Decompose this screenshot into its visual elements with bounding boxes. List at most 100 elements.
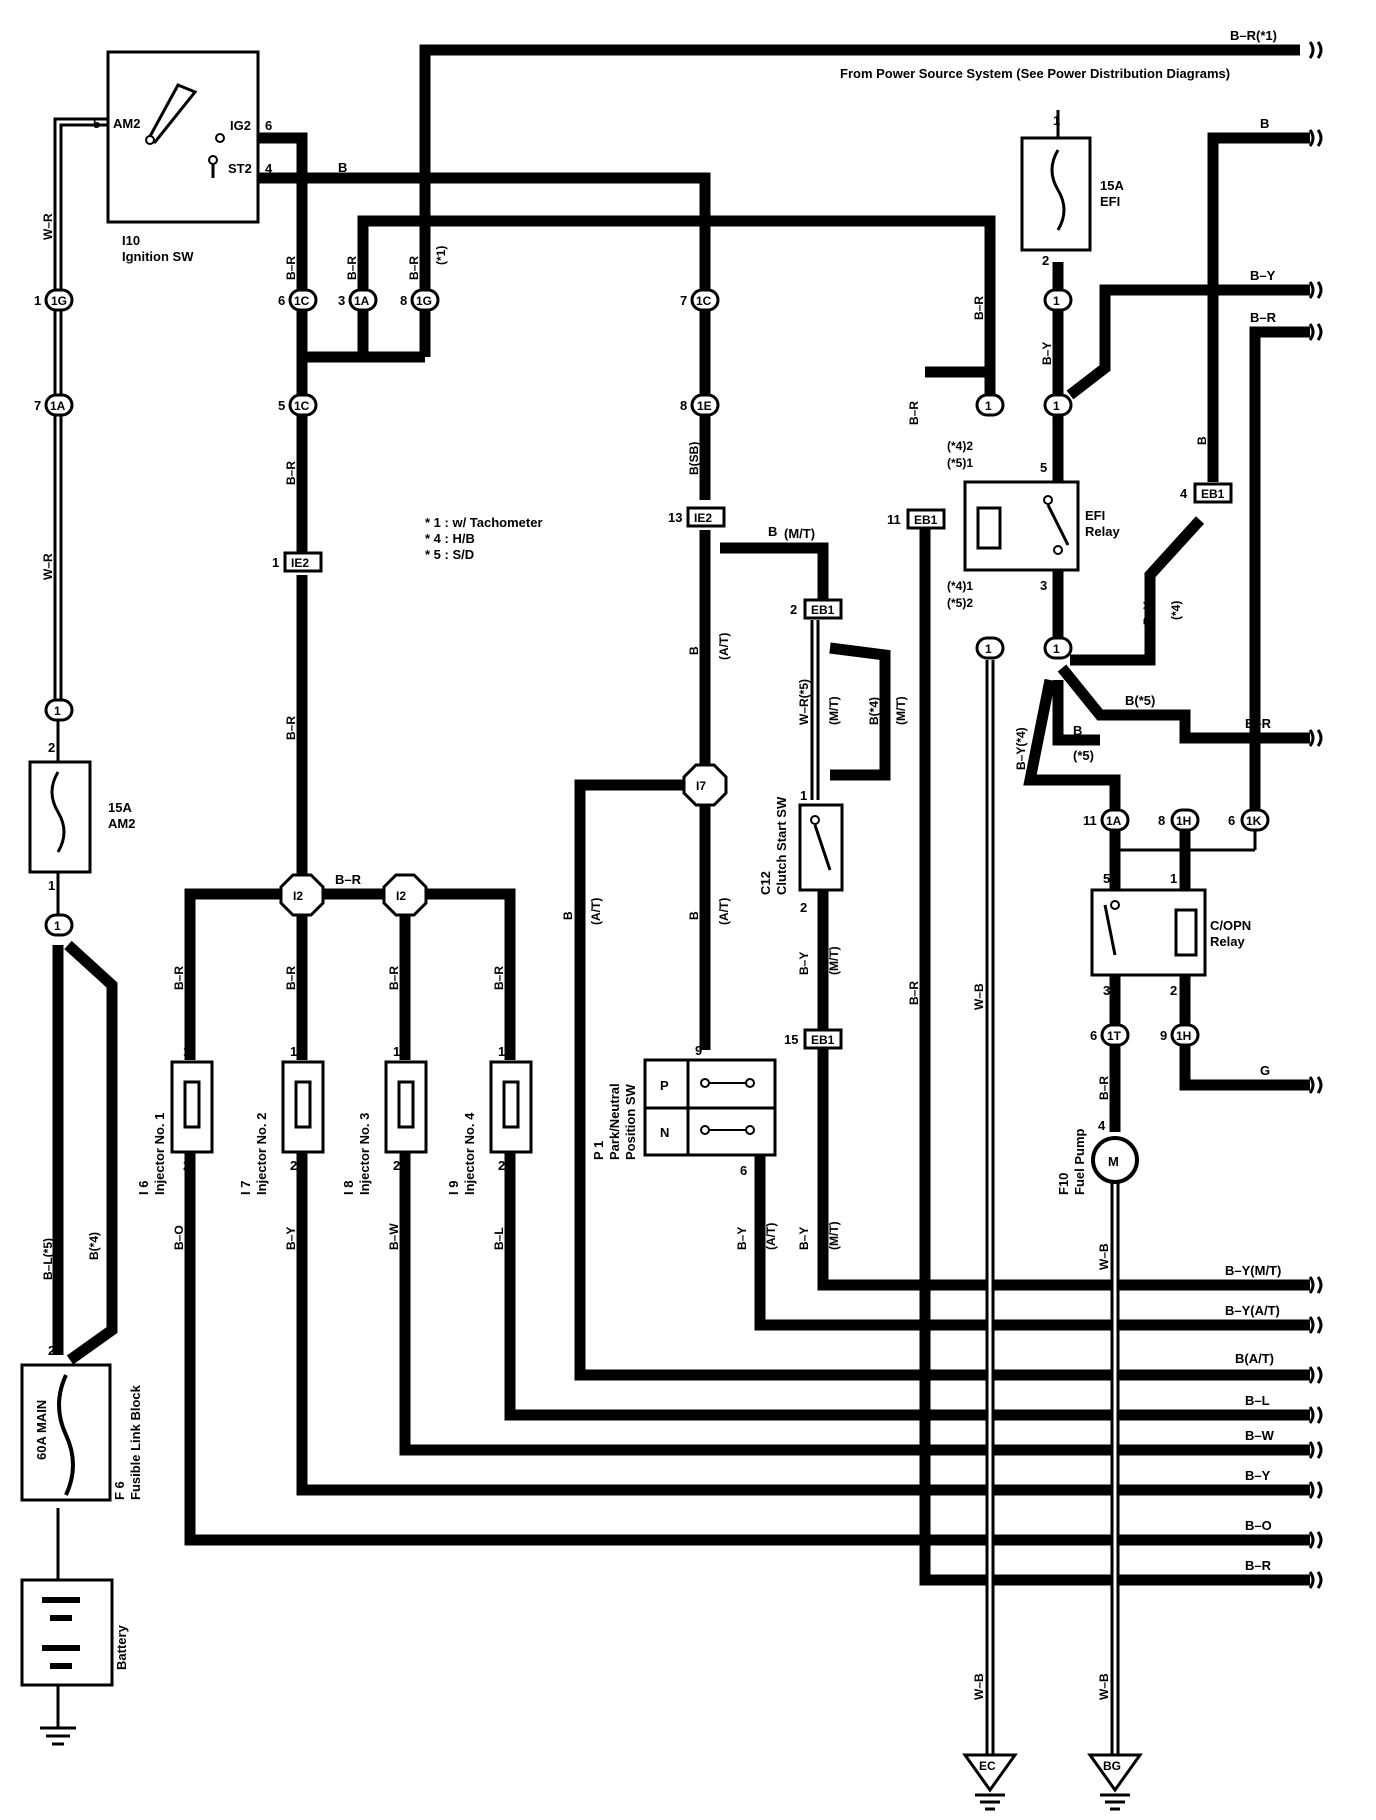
svg-text:1T: 1T	[1107, 1029, 1122, 1043]
svg-text:(M/T): (M/T)	[827, 946, 841, 975]
wire-b4-loop	[829, 642, 891, 781]
conn-1c-302: 1C	[288, 288, 318, 312]
pn-pin9: 9	[695, 1043, 702, 1058]
conn-1g-left: 1G	[44, 288, 74, 312]
wire-b5	[1057, 664, 1310, 744]
efi-fuse-pin1: 1	[1053, 113, 1060, 128]
svg-text:B–W: B–W	[387, 1223, 401, 1250]
svg-text:(*5): (*5)	[1073, 748, 1094, 763]
note-1: * 1 : w/ Tachometer	[425, 515, 543, 530]
pn-n-label: N	[660, 1125, 669, 1140]
ground-bg: BG	[1087, 1753, 1143, 1811]
svg-text:B–R: B–R	[1097, 1076, 1111, 1100]
svg-text:B–Y: B–Y	[735, 1227, 749, 1250]
svg-text:B(*4): B(*4)	[87, 1232, 101, 1260]
wire-by4-eb1	[1070, 516, 1205, 666]
svg-text:B–Y: B–Y	[797, 1227, 811, 1250]
efi-relay-pin-a: (*4)2	[947, 439, 973, 453]
svg-text:B–R: B–R	[172, 966, 186, 990]
conn-1-efi: 1	[1043, 288, 1073, 312]
conn-eb1-11: EB1	[906, 508, 946, 530]
wire-ie2-eb1	[720, 542, 829, 600]
junction-i7: I7	[682, 763, 728, 807]
svg-text:B–Y(A/T): B–Y(A/T)	[1225, 1303, 1280, 1318]
wire-inj2-ret	[296, 1152, 1310, 1496]
efi-relay-pin3: 3	[1040, 578, 1047, 593]
svg-text:B–R: B–R	[284, 966, 298, 990]
efi-relay-pin-c: (*4)1	[947, 579, 973, 593]
svg-text:W–R: W–R	[41, 213, 55, 240]
svg-text:B–R: B–R	[284, 461, 298, 485]
conn-ie2-center: IE2	[686, 506, 726, 528]
efi-fuse: 1 2 15A EFI	[1020, 110, 1124, 268]
svg-text:1G: 1G	[416, 294, 432, 308]
svg-text:11: 11	[1083, 813, 1097, 828]
wire-inj4-ret	[504, 1152, 1310, 1421]
conn-eb1-2: EB1	[803, 598, 843, 620]
svg-text:B–R: B–R	[407, 256, 421, 280]
ignition-switch: AM2 IG2 ST2 5 6 4 I10 Ignition SW	[93, 50, 273, 264]
svg-text:W–B: W–B	[1097, 1243, 1111, 1270]
clutch-code: C12	[758, 871, 773, 895]
svg-text:(A/T): (A/T)	[764, 1223, 778, 1250]
ign-name: Ignition SW	[122, 249, 194, 264]
wire-color-labels: B–R (*1) From Power Source System (See Po…	[41, 28, 1281, 1700]
injector-3-name: Injector No. 3	[357, 1113, 372, 1195]
svg-text:B–Y(M/T): B–Y(M/T)	[1225, 1263, 1281, 1278]
svg-text:G: G	[1260, 1063, 1270, 1078]
junction-i2-b: I2	[382, 873, 428, 917]
svg-text:2: 2	[790, 602, 797, 617]
conn-1c-302b: 1C	[288, 393, 318, 417]
svg-text:B–R: B–R	[284, 716, 298, 740]
svg-text:1H: 1H	[1176, 814, 1191, 828]
svg-text:(*1): (*1)	[434, 246, 448, 265]
svg-text:IE2: IE2	[694, 511, 712, 525]
svg-text:B: B	[1195, 436, 1209, 445]
connectors: 1G 1C 1A 1G 1C 1 1A 1C 1E 1 1 1 1 1 1 1A…	[44, 288, 1270, 1050]
copn-relay-name2: Relay	[1210, 934, 1245, 949]
svg-text:1: 1	[54, 704, 61, 718]
svg-text:1: 1	[498, 1044, 505, 1059]
conn-1a-left: 1A	[44, 393, 74, 417]
ground-ec: EC	[962, 1753, 1018, 1811]
svg-text:B(*5): B(*5)	[1125, 693, 1155, 708]
svg-text:(M/T): (M/T)	[784, 526, 815, 541]
svg-text:W–B: W–B	[1097, 1673, 1111, 1700]
conn-1-1058: 1	[1043, 393, 1073, 417]
svg-text:W–R: W–R	[41, 553, 55, 580]
svg-text:2: 2	[290, 1158, 297, 1173]
copn-relay: C/OPN Relay 5 1 3 2	[1090, 830, 1257, 998]
injector-4-code: I 9	[446, 1181, 461, 1195]
clutch-start-switch: C12 Clutch Start SW 1 2	[758, 788, 844, 915]
svg-text:1G: 1G	[51, 294, 67, 308]
svg-text:EB1: EB1	[811, 603, 835, 617]
svg-text:B–R: B–R	[284, 256, 298, 280]
svg-text:8: 8	[400, 293, 407, 308]
svg-text:7: 7	[34, 398, 41, 413]
am2-fuse: 15A AM2 2 1	[28, 720, 135, 915]
injector-4-name: Injector No. 4	[462, 1112, 477, 1195]
conn-eb1-15: EB1	[803, 1028, 843, 1050]
svg-text:B: B	[768, 524, 777, 539]
power-source-note: From Power Source System (See Power Dist…	[840, 66, 1230, 81]
main-fuse-rating: 60A MAIN	[34, 1400, 49, 1460]
copn-pin3: 3	[1103, 983, 1110, 998]
am2-pin2: 2	[48, 740, 55, 755]
clutch-pin2: 2	[800, 900, 807, 915]
svg-text:W–R(*5): W–R(*5)	[797, 679, 811, 725]
svg-text:B: B	[687, 911, 701, 920]
main-fuse-code: F 6	[112, 1481, 127, 1500]
ign-st2-label: ST2	[228, 161, 252, 176]
svg-text:1A: 1A	[50, 399, 66, 413]
svg-text:B–W: B–W	[1245, 1428, 1275, 1443]
svg-text:(M/T): (M/T)	[827, 696, 841, 725]
svg-text:B: B	[1260, 116, 1269, 131]
efi-relay-name2: Relay	[1085, 524, 1120, 539]
ign-pin5: 5	[93, 116, 100, 131]
injector-2-code: I 7	[238, 1181, 253, 1195]
conn-1-am2-bot: 1	[44, 913, 74, 937]
svg-text:11: 11	[887, 512, 901, 527]
wire-pn-byat	[754, 1155, 1310, 1331]
battery: Battery	[20, 1578, 129, 1746]
